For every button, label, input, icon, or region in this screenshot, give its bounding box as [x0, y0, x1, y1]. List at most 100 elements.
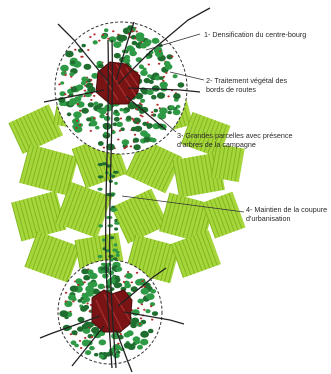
- tree-dot: [99, 354, 104, 358]
- tree-dot: [140, 339, 148, 346]
- tree-dot: [131, 118, 133, 120]
- tree-dot: [155, 39, 160, 43]
- tree-dot: [120, 35, 128, 41]
- tree-dot: [102, 273, 109, 278]
- tree-dot: [100, 267, 106, 270]
- tree-dot: [140, 317, 142, 319]
- tree-dot: [123, 281, 125, 283]
- annotation-3-line-1: 3- Grandes parcelles avec présence: [177, 131, 292, 140]
- tree-dot: [70, 333, 72, 335]
- tree-dot: [140, 331, 149, 338]
- tree-dot: [78, 299, 83, 303]
- tree-dot: [137, 307, 139, 309]
- tree-dot: [131, 127, 137, 132]
- tree-dot: [136, 31, 138, 33]
- tree-dot: [120, 108, 124, 111]
- tree-dot: [68, 294, 76, 300]
- tree-dot: [82, 44, 86, 47]
- tree-dot: [117, 139, 119, 141]
- tree-dot: [130, 145, 132, 147]
- tree-dot: [150, 305, 152, 307]
- tree-dot: [93, 95, 95, 97]
- tree-dot: [123, 110, 127, 113]
- tree-dot: [75, 278, 82, 284]
- tree-dot: [70, 61, 75, 65]
- tree-dot: [77, 284, 79, 286]
- tree-dot: [71, 330, 77, 335]
- tree-dot: [113, 353, 120, 358]
- tree-dot: [81, 81, 86, 85]
- tree-dot: [133, 336, 141, 342]
- tree-dot: [116, 254, 120, 257]
- tree-dot: [169, 105, 175, 109]
- tree-dot: [141, 288, 149, 295]
- tree-dot: [102, 34, 104, 36]
- tree-dot: [59, 310, 68, 317]
- tree-dot: [98, 284, 105, 290]
- tree-dot: [162, 80, 164, 82]
- tree-dot: [122, 139, 130, 145]
- tree-dot: [135, 108, 137, 110]
- tree-dot: [178, 82, 185, 87]
- tree-dot: [114, 227, 118, 230]
- tree-dot: [147, 74, 152, 78]
- tree-dot: [69, 98, 77, 105]
- tree-dot: [149, 80, 154, 84]
- annotation-3-line-2: d'arbres de la campagne: [177, 140, 256, 149]
- field-patch: [25, 231, 81, 282]
- tree-dot: [89, 310, 91, 312]
- annotation-4-line-2: d'urbanisation: [246, 214, 291, 223]
- tree-dot: [75, 127, 77, 129]
- tree-dot: [150, 289, 156, 294]
- tree-dot: [140, 70, 148, 76]
- annotation-2-line-1: 2- Traitement végétal des: [206, 76, 287, 85]
- tree-dot: [114, 243, 118, 246]
- tree-dot: [83, 297, 90, 303]
- tree-dot: [81, 269, 88, 275]
- annotation-4-line-1: 4- Maintien de la coupure: [246, 205, 327, 214]
- tree-dot: [81, 77, 87, 82]
- tree-dot: [130, 47, 136, 52]
- tree-dot: [64, 74, 66, 76]
- tree-dot: [125, 273, 133, 279]
- tree-dot: [89, 346, 95, 350]
- tree-dot: [83, 305, 89, 310]
- tree-dot: [137, 345, 143, 350]
- tree-dot: [140, 114, 142, 116]
- tree-dot: [115, 276, 120, 280]
- tree-dot: [114, 110, 119, 114]
- tree-dot: [173, 109, 181, 115]
- tree-dot: [114, 182, 118, 185]
- tree-dot: [86, 117, 91, 121]
- tree-dot: [131, 281, 133, 283]
- tree-dot: [120, 118, 122, 120]
- tree-dot: [84, 337, 86, 339]
- tree-dot: [133, 144, 140, 150]
- tree-dot: [69, 72, 74, 76]
- tree-dot: [71, 87, 77, 92]
- tree-dot: [74, 344, 79, 348]
- tree-dot: [112, 208, 118, 211]
- tree-dot: [90, 79, 92, 81]
- tree-dot: [114, 117, 120, 122]
- tree-dot: [143, 309, 145, 311]
- tree-dot: [60, 81, 64, 84]
- tree-dot: [93, 33, 95, 35]
- tree-dot: [72, 118, 80, 124]
- tree-dot: [104, 28, 108, 32]
- tree-dot: [147, 126, 151, 129]
- tree-dot: [112, 249, 117, 252]
- tree-dot: [84, 64, 92, 70]
- tree-dot: [143, 68, 147, 71]
- tree-dot: [136, 32, 145, 39]
- tree-dot: [113, 171, 119, 174]
- tree-dot: [83, 281, 85, 283]
- tree-dot: [107, 38, 109, 40]
- tree-dot: [152, 311, 158, 316]
- tree-dot: [81, 56, 83, 58]
- tree-dot: [81, 108, 89, 114]
- tree-dot: [77, 103, 79, 105]
- tree-dot: [79, 110, 81, 112]
- tree-dot: [120, 333, 122, 335]
